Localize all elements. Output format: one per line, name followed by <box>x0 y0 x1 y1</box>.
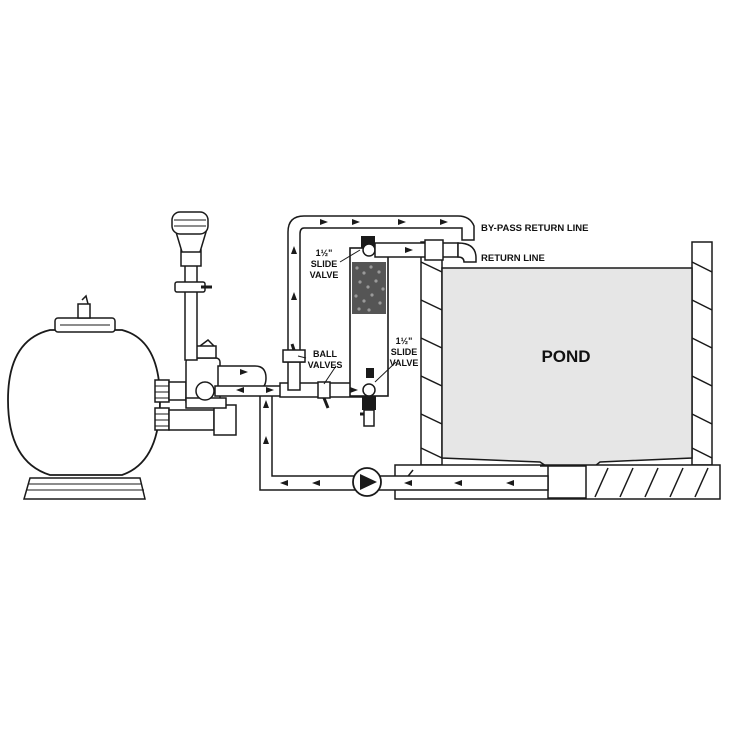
flow-arrow-icon <box>320 219 328 225</box>
svg-text:VALVES: VALVES <box>308 360 343 370</box>
ball-valve-1 <box>282 343 306 363</box>
flow-arrow-icon <box>263 436 269 444</box>
flow-arrow-icon <box>312 480 320 486</box>
bottom-slide-valve-label: 1½" SLIDE VALVE <box>390 336 419 368</box>
sand-filter-upper-port <box>154 379 170 403</box>
pump <box>352 467 382 497</box>
pond-left-wall <box>420 241 443 466</box>
ball-valve-2 <box>317 381 331 409</box>
media-filter <box>349 236 389 427</box>
flow-arrow-icon <box>291 246 297 254</box>
svg-text:VALVE: VALVE <box>390 358 419 368</box>
pond-right-wall <box>691 241 713 466</box>
bypass-return-line-label: BY-PASS RETURN LINE <box>481 223 589 234</box>
waste-line <box>171 211 212 361</box>
svg-text:1½": 1½" <box>396 336 413 346</box>
flow-arrow-icon <box>398 219 406 225</box>
svg-text:SLIDE: SLIDE <box>391 347 418 357</box>
pond-bottom-drain <box>547 465 587 499</box>
sand-filter <box>7 294 170 500</box>
flow-arrow-icon <box>291 292 297 300</box>
flow-arrow-icon <box>280 480 288 486</box>
sand-filter-lower-port <box>154 407 170 431</box>
valve-outlet-pipe <box>195 365 291 401</box>
flow-arrow-icon <box>266 387 274 393</box>
ball-valves-label: BALL VALVES <box>308 349 343 370</box>
filter-inlet-pipe <box>168 404 237 436</box>
pond-right-wall-hatching <box>691 261 713 459</box>
svg-text:VALVE: VALVE <box>310 270 339 280</box>
flow-arrow-icon <box>506 480 514 486</box>
pond-water <box>441 267 693 471</box>
svg-text:BALL: BALL <box>313 349 337 359</box>
pond-label: POND <box>541 347 590 366</box>
flow-arrow-icon <box>350 387 358 393</box>
flow-arrow-icon <box>240 369 248 375</box>
svg-text:SLIDE: SLIDE <box>311 259 338 269</box>
flow-arrow-icon <box>236 387 244 393</box>
pond-left-wall-hatching <box>420 261 443 459</box>
pump-direction-icon <box>360 474 377 490</box>
pond: POND <box>394 241 721 500</box>
leader-lines <box>297 249 397 385</box>
flow-arrows <box>236 219 514 486</box>
flow-arrow-icon <box>352 219 360 225</box>
flow-arrow-icon <box>440 219 448 225</box>
top-slide-valve-label: 1½" SLIDE VALVE <box>310 248 339 280</box>
return-line-label: RETURN LINE <box>481 253 545 264</box>
return-pipe <box>374 239 477 263</box>
flow-arrow-icon <box>405 247 413 253</box>
sand-filter-body <box>7 329 161 476</box>
sand-filter-base <box>23 477 146 500</box>
flow-arrow-icon <box>454 480 462 486</box>
flow-arrow-icon <box>263 400 269 408</box>
svg-text:1½": 1½" <box>316 248 333 258</box>
flow-arrow-icon <box>404 480 412 486</box>
sand-filter-vent <box>77 303 91 319</box>
